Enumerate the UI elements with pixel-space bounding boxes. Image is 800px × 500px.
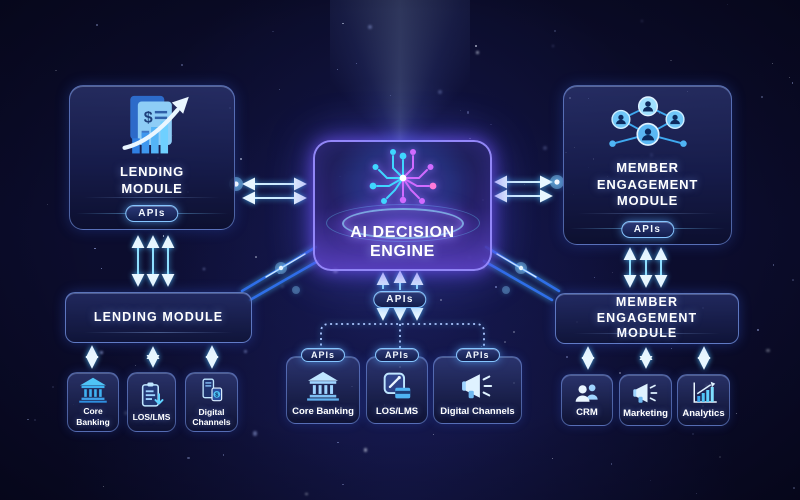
member-engagement-module-box: MEMBER ENGAGEMENT MODULE APIs (563, 85, 732, 245)
member-network-icon (608, 96, 687, 147)
member-engagement-module-bar: MEMBER ENGAGEMENT MODULE (555, 293, 739, 344)
los-lms-apis-pill: APIs (374, 348, 420, 362)
lending-module-bar: LENDING MODULE (65, 292, 252, 343)
los-lms-box-center: APIs LOS/LMS (366, 348, 428, 424)
core-banking-apis-pill: APIs (300, 348, 346, 362)
digital-channels-label: Digital Channels (440, 405, 515, 417)
digital-channels-box-left: $ Digital Channels (185, 372, 238, 432)
member-engagement-module-title: MEMBER ENGAGEMENT MODULE (596, 160, 699, 209)
lending-apis-pill: APIs (125, 205, 179, 222)
card-edit-icon (383, 372, 411, 399)
clipboard-arrow-icon (141, 382, 164, 408)
megaphone-icon (632, 383, 657, 403)
divider (84, 197, 220, 198)
member-bar-title: MEMBER ENGAGEMENT MODULE (596, 295, 698, 341)
lending-growth-icon: $ (122, 95, 189, 154)
megaphone-icon (461, 374, 492, 398)
bar-chart-icon (693, 381, 717, 403)
los-lms-box-left: LOS/LMS (127, 372, 176, 432)
svg-text:$: $ (144, 108, 153, 126)
ai-decision-engine-title: AI DECISION ENGINE (350, 223, 455, 261)
divider (578, 213, 717, 214)
digital-channels-label: Digital Channels (192, 406, 231, 427)
los-lms-label: LOS/LMS (375, 405, 419, 417)
ai-neural-circuit-icon (369, 149, 436, 204)
los-lms-label: LOS/LMS (132, 412, 171, 423)
core-banking-box-center: APIs Core Banking (286, 348, 360, 424)
engine-apis-pill: APIs (373, 291, 427, 308)
marketing-label: Marketing (623, 407, 668, 419)
dotted-branch (320, 323, 485, 351)
mobile-devices-icon: $ (201, 378, 222, 402)
analytics-label: Analytics (682, 407, 725, 419)
digital-channels-box-center: APIs Digital Channels (433, 348, 522, 424)
analytics-box: Analytics (677, 374, 730, 426)
member-apis-pill: APIs (620, 221, 675, 238)
core-banking-label: Core Banking (76, 406, 110, 427)
ai-decision-engine-box: AI DECISION ENGINE (313, 127, 492, 271)
digital-channels-apis-pill: APIs (455, 348, 500, 362)
bank-icon (79, 378, 107, 404)
lending-module-box: $ LENDING MODULE APIs (69, 85, 235, 230)
lending-module-title: LENDING MODULE (119, 164, 185, 196)
crm-box: CRM (561, 374, 613, 426)
marketing-box: Marketing (619, 374, 672, 426)
people-icon (575, 384, 598, 402)
crm-label: CRM (576, 406, 598, 418)
bank-icon (307, 371, 339, 401)
core-banking-box-left: Core Banking (67, 372, 119, 432)
lending-bar-title: LENDING MODULE (93, 309, 224, 324)
core-banking-label: Core Banking (292, 405, 354, 417)
